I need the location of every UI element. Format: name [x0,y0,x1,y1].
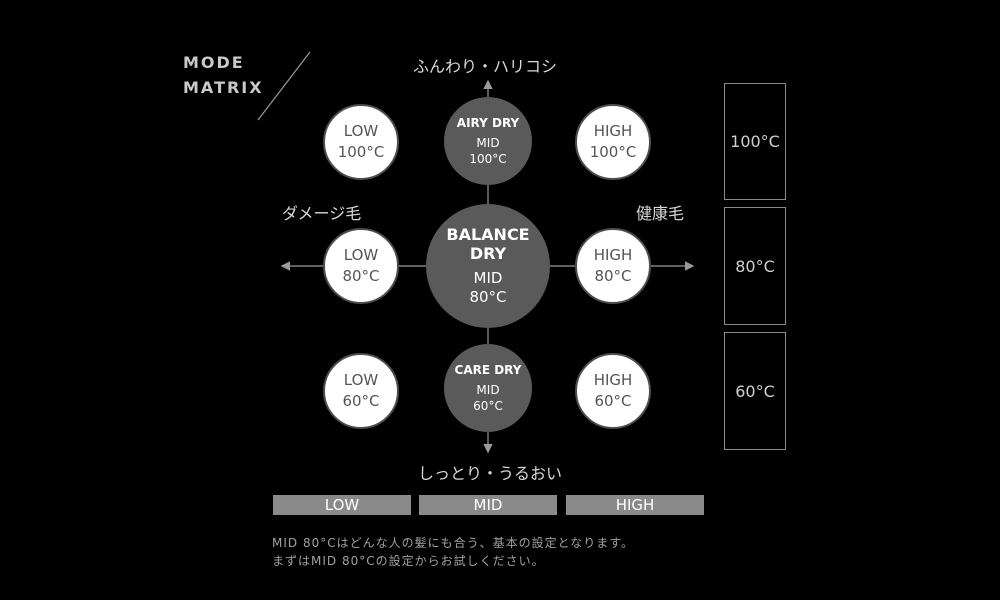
cell-low-100: LOW 100°C [323,104,399,180]
mode-temp: 60°C [473,399,503,413]
axis-label-left: ダメージ毛 [282,204,362,223]
cell-level: HIGH [593,122,633,140]
cell-high-60: HIGH 60°C [575,353,651,429]
temperature-legend-80: 80°C [724,207,786,325]
temperature-legend-100: 100°C [724,83,786,200]
cell-temp: 80°C [342,267,380,285]
cell-level: LOW [343,122,379,140]
mode-airy-dry: AIRY DRY MID 100°C [444,97,532,185]
cell-level: LOW [343,371,379,389]
level-legend-mid: MID [419,495,557,515]
mode-name: CARE DRY [454,363,522,377]
title-matrix: MATRIX [183,78,264,97]
mode-name-line1: BALANCE [446,225,530,244]
title-mode: MODE [183,53,245,72]
cell-low-80: LOW 80°C [323,228,399,304]
cell-level: LOW [343,246,379,264]
axis-label-top: ふんわり・ハリコシ [413,57,558,76]
level-legend-high: HIGH [566,495,704,515]
mode-name: BALANCE DRY [446,225,529,263]
title-slash [257,51,311,121]
mode-temp: 80°C [469,288,507,306]
cell-high-80: HIGH 80°C [575,228,651,304]
mode-name: AIRY DRY [456,116,520,130]
cell-temp: 60°C [342,392,380,410]
cell-level: HIGH [593,246,633,264]
mode-care-dry: CARE DRY MID 60°C [444,344,532,432]
temperature-legend-60: 60°C [724,332,786,450]
cell-temp: 80°C [594,267,632,285]
mode-level: MID [476,383,500,397]
level-legend-low: LOW [273,495,411,515]
mode-balance-dry: BALANCE DRY MID 80°C [426,204,550,328]
axis-label-right: 健康毛 [636,204,685,223]
note-line-2: まずはMID 80°Cの設定からお試しください。 [272,554,545,568]
mode-temp: 100°C [469,152,507,166]
cell-temp: 60°C [594,392,632,410]
cell-temp: 100°C [337,143,385,161]
cell-low-60: LOW 60°C [323,353,399,429]
cell-level: HIGH [593,371,633,389]
note-line-1: MID 80°Cはどんな人の髪にも合う、基本の設定となります。 [272,536,635,550]
mode-level: MID [473,269,503,287]
mode-name-line2: DRY [469,244,507,263]
mode-level: MID [476,136,500,150]
cell-temp: 100°C [589,143,637,161]
cell-high-100: HIGH 100°C [575,104,651,180]
axis-label-bottom: しっとり・うるおい [418,464,563,483]
